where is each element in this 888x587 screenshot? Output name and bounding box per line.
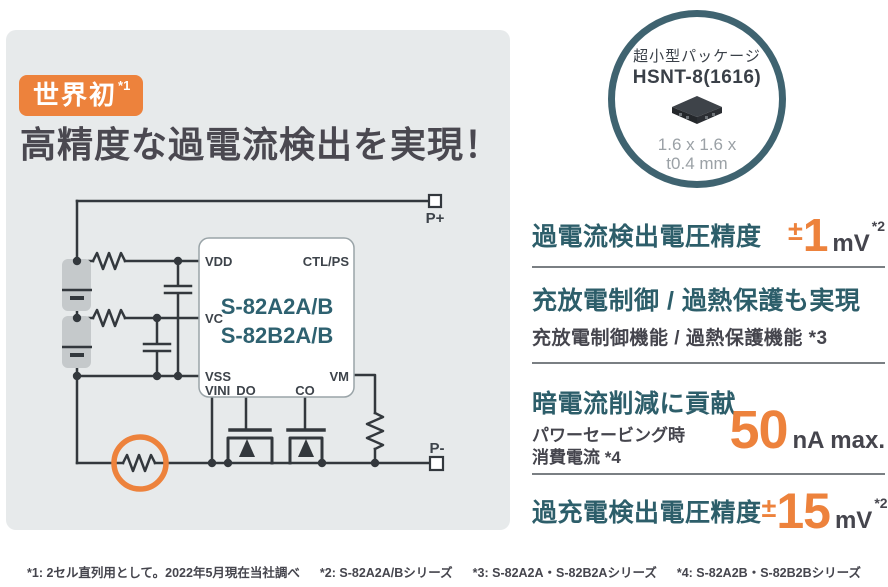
pin-label-ctlps: CTL/PS [303,254,350,269]
world-first-badge: 世界初*1 [19,75,144,116]
value-unit: mV [834,507,873,534]
feature-subtitle: 充放電制御機能 / 過熱保護機能 *3 [532,328,828,349]
feature-charge-discharge-control: 充放電制御 / 過熱保護も実現 充放電制御機能 / 過熱保護機能 *3 [532,268,885,364]
value-sign: ± [761,493,777,523]
pin-label-co: CO [295,383,315,398]
ic-part-number-1: S-82A2A/B [221,294,333,319]
capacitor-vc [142,316,172,378]
value-unit: nA max. [792,427,885,454]
pin-label-do: DO [236,383,256,398]
value-number: 1 [802,209,829,261]
terminal-p-minus-square [428,455,445,472]
value-number: 15 [776,483,831,539]
feature-subtitle-line1: パワーセービング時 [532,426,685,445]
feature-title: 過電流検出電圧精度 [532,223,762,251]
resistor-vm [365,411,385,451]
sense-resistor-highlight-ring [111,434,169,492]
capacitor-vdd [163,259,193,378]
mosfet-arrow-2 [298,439,314,457]
feature-subtitle-line2: 消費電流 *4 [532,448,621,468]
terminal-p-plus-label: P+ [426,210,445,227]
footnote-2: *2: S-82A2A/Bシリーズ [319,566,453,580]
value-unit: mV [832,230,870,257]
mosfet-arrow-1 [239,439,255,457]
package-name: HSNT-8(1616) [632,67,762,88]
package-dimensions: 1.6 x 1.6 x t0.4 mm [615,135,779,173]
resistor-vdd [91,251,127,271]
feature-title: 充放電制御 / 過熱保護も実現 [532,287,861,315]
value-number: 50 [729,400,788,460]
feature-subtitle: パワーセービング時 消費電流 *4 [532,425,885,469]
mosfet-charge [286,428,326,465]
resistor-vc [91,308,127,328]
value-sign: ± [787,216,803,246]
pin-label-vss: VSS [205,369,231,384]
badge-label: 世界初 [33,80,118,110]
pin-label-vdd: VDD [205,254,232,269]
badge-footnote-ref: *1 [118,78,131,93]
value-footnote-ref: *2 [871,218,885,234]
footnotes-bar: *1: 2セル直列用として。2022年5月現在当社調べ *2: S-82A2A/… [0,562,888,581]
feature-title: 暗電流削減に貢献 [532,390,737,418]
main-headline: 高精度な過電流検出を実現！ [20,124,502,165]
promo-panel: 世界初*1 高精度な過電流検出を実現！ [6,30,510,530]
terminal-p-plus-square [427,193,443,209]
ic-part-number-2: S-82B2A/B [221,323,333,348]
mosfet-discharge [226,428,274,465]
package-dimensions-line2: t0.4 mm [666,154,728,174]
ic-body [198,237,355,398]
package-title: 超小型パッケージ [633,48,761,65]
package-dimensions-line1: 1.6 x 1.6 x [657,135,737,154]
footnote-3: *3: S-82A2A・S-82B2Aシリーズ [472,566,657,580]
value-footnote-ref: *2 [874,495,888,511]
sense-resistor [121,453,157,473]
circuit-diagram: VDD CTL/PS VC VSS VINI DO CO VM S-82A2A/… [62,193,445,492]
pin-label-vc: VC [205,311,224,326]
package-circle: 超小型パッケージ HSNT-8(1616) 1.6 x 1.6 x t0.4 m… [608,10,786,188]
junction-dots [72,256,380,468]
footnote-1: *1: 2セル直列用として。2022年5月現在当社調べ [27,566,300,580]
feature-title: 過充電検出電圧精度 [532,499,762,527]
package-chip-icon [672,96,722,124]
pin-label-vini: VINI [205,383,230,398]
pin-label-vm: VM [330,369,350,384]
footnote-4: *4: S-82A2B・S-82B2Bシリーズ [676,566,861,580]
battery-cells [62,259,92,368]
terminal-p-minus-label: P- [430,440,445,457]
